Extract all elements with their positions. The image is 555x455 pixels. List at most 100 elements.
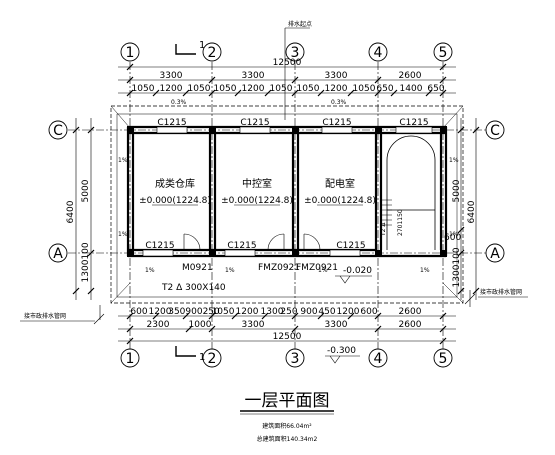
stair-label: 2701150 — [397, 209, 404, 236]
left-total-dim: 6400 — [66, 200, 76, 223]
outdoor-elevation: -0.020 — [343, 266, 372, 276]
bottom-detail-dim: 450 — [318, 307, 335, 317]
axis-bubble-top-5 — [433, 42, 453, 62]
bottom-detail-dim: 600 — [130, 307, 147, 317]
left-small2-dim: 100 — [81, 242, 91, 259]
window-label: C1215 — [157, 118, 186, 128]
window — [142, 249, 174, 257]
bottom-span-dim: 3300 — [325, 320, 348, 330]
window — [321, 126, 353, 134]
door-label: FMZ0921 — [296, 263, 338, 273]
axis-bubble-bottom-4 — [368, 348, 388, 368]
room-name: 配电室 — [325, 177, 355, 190]
top-total-dim: 12500 — [273, 58, 302, 68]
building-area: 建筑面积66.04m² — [262, 422, 312, 430]
axis-bubble-right-A — [485, 243, 505, 263]
slope-label: 1% — [449, 231, 459, 238]
ground-elevation-mark — [325, 355, 360, 364]
slope-label: 1% — [118, 231, 128, 238]
axis-bubble-bottom-2 — [202, 348, 222, 368]
top-detail-dim: 1400 — [400, 84, 423, 94]
slope-label: 1% — [449, 157, 459, 164]
window-label: C1215 — [227, 241, 256, 251]
axis-label-top-4: 4 — [374, 45, 383, 61]
window-label: C1215 — [322, 118, 351, 128]
section-mark-bottom-label: 1 — [199, 352, 205, 363]
slope-label: 0.3% — [331, 99, 347, 106]
top-detail-dim: 650 — [376, 84, 393, 94]
window — [395, 126, 433, 134]
axis-bubble-right-C — [485, 120, 505, 140]
door-labels: M0921 FMZ0921 FMZ0921 — [182, 263, 338, 273]
slope-labels: 1% 1% 1% 1% 1% 1% 1% 1% 0.3% 0.3% — [118, 99, 459, 274]
axis-bubble-bottom-3 — [285, 348, 305, 368]
bottom-detail-dim: 1200 — [236, 307, 259, 317]
axis-label-top-2: 2 — [208, 45, 217, 61]
windows-top — [156, 126, 433, 134]
top-dimension-lines — [118, 63, 456, 97]
top-detail-dim: 1200 — [325, 84, 348, 94]
top-detail-dim: 1050 — [188, 84, 211, 94]
top-span-dim: 3300 — [242, 71, 265, 81]
axis-label-bottom-1: 1 — [126, 351, 135, 367]
top-span-dim: 2600 — [399, 71, 422, 81]
bottom-detail-dim: 350900250 — [168, 307, 220, 317]
bottom-detail-dim: 900 — [300, 307, 317, 317]
bottom-detail-dim: 1300 — [261, 307, 284, 317]
bottom-span-dim: 2300 — [147, 320, 170, 330]
windows-bottom — [142, 249, 361, 257]
window-label: C1215 — [240, 118, 269, 128]
room-name: 成类仓库 — [155, 177, 195, 190]
axis-bubble-bottom-1 — [120, 348, 140, 368]
slope-label: 1% — [118, 157, 128, 164]
axis-label-top-3: 3 — [291, 45, 300, 61]
drain-pipe-label-left: 接市政排水管网 — [24, 312, 66, 320]
bottom-span-dim: 3300 — [242, 320, 265, 330]
top-span-dim: 3300 — [325, 71, 348, 81]
stair-hall — [380, 135, 436, 250]
top-detail-dim: 1050 — [132, 84, 155, 94]
bottom-span-dim: 1000 — [189, 320, 212, 330]
section-mark-bottom — [175, 346, 196, 357]
axis-bubbles — [48, 42, 505, 368]
section-mark-top-label: 1 — [199, 40, 205, 51]
left-small-dim: 1300 — [81, 259, 91, 282]
bottom-dimension-lines — [118, 312, 456, 345]
axis-bubble-top-2 — [202, 42, 222, 62]
axis-label-bottom-2: 2 — [208, 351, 217, 367]
top-detail-dim: 1050 — [270, 84, 293, 94]
drawing-title: 一层平面图 — [245, 391, 330, 411]
stair-label: T2 Δ — [380, 222, 387, 237]
bottom-detail-dim: 1200 — [337, 307, 360, 317]
top-detail-dim: 1050 — [353, 84, 376, 94]
axis-label-top-1: 1 — [126, 45, 135, 61]
axis-bubble-top-1 — [120, 42, 140, 62]
left-main-dim: 5000 — [81, 179, 91, 202]
room-elevation: ±0.000(1224.8) — [304, 196, 376, 206]
room-elevation: ±0.000(1224.8) — [139, 196, 211, 206]
roof-corner-lines — [110, 105, 464, 304]
slope-label: 1% — [145, 267, 155, 274]
window-label: C1215 — [145, 241, 174, 251]
ground-elevation: -0.300 — [327, 346, 356, 356]
top-detail-dim: 650 — [427, 84, 444, 94]
window-label: C1215 — [399, 118, 428, 128]
axis-label-right-A: A — [490, 246, 500, 262]
columns — [127, 126, 447, 257]
axis-label-left-C: C — [53, 123, 63, 139]
window-label: C1215 — [336, 241, 365, 251]
drain-pipes — [20, 290, 528, 325]
axis-label-bottom-3: 3 — [291, 351, 300, 367]
room-name: 中控室 — [242, 177, 272, 190]
bottom-detail-dim: 250 — [280, 307, 297, 317]
section-mark-top — [175, 44, 196, 55]
axis-label-top-5: 5 — [439, 45, 448, 61]
right-total-dim: 6400 — [467, 200, 477, 223]
top-dimension-texts: 12500 3300 3300 3300 2600 1050 1200 1050… — [132, 58, 445, 94]
slope-label: 0.3% — [171, 99, 187, 106]
axis-bubble-left-A — [48, 243, 68, 263]
slope-label: 1% — [318, 267, 328, 274]
axis-bubble-left-C — [48, 120, 68, 140]
top-detail-dim: 1050 — [297, 84, 320, 94]
